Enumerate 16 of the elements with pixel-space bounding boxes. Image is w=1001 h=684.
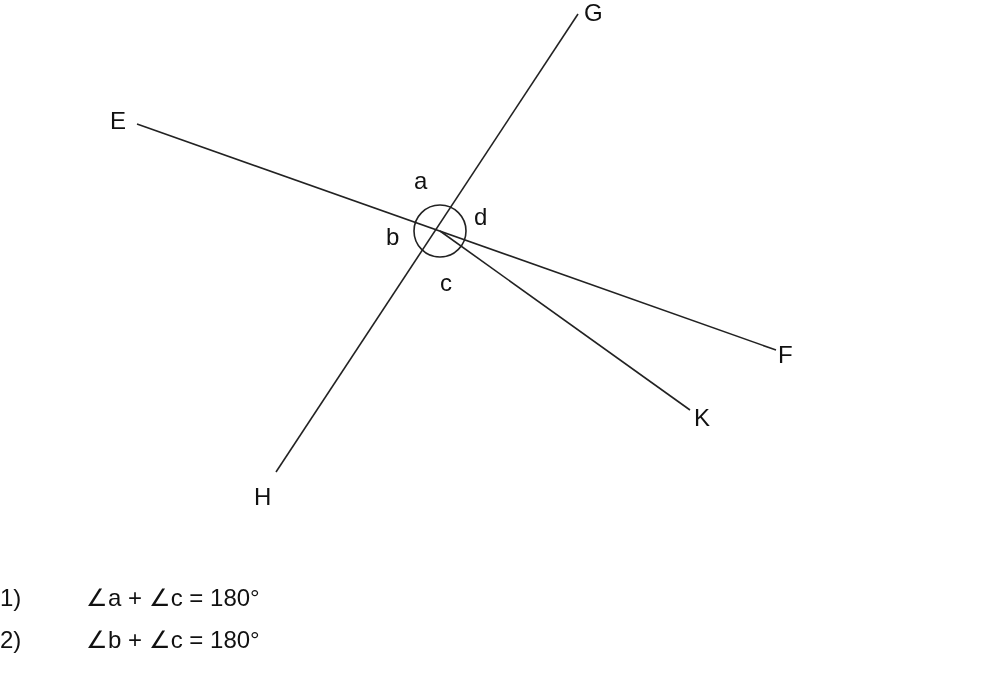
angle-label: d bbox=[474, 204, 488, 230]
item-number: 2) bbox=[0, 627, 22, 653]
line bbox=[439, 230, 691, 411]
angle-label: a bbox=[414, 168, 428, 194]
line bbox=[275, 13, 579, 473]
point-label: F bbox=[778, 342, 793, 368]
item-number: 1) bbox=[0, 585, 22, 611]
equation: ∠a + ∠c = 180° bbox=[86, 585, 260, 611]
line bbox=[136, 123, 777, 351]
equation: ∠b + ∠c = 180° bbox=[86, 627, 260, 653]
point-label: K bbox=[694, 405, 710, 431]
point-label: H bbox=[254, 484, 272, 510]
angle-label: b bbox=[386, 224, 400, 250]
point-label: G bbox=[584, 0, 603, 26]
point-label: E bbox=[110, 108, 126, 134]
angle-label: c bbox=[440, 270, 452, 296]
